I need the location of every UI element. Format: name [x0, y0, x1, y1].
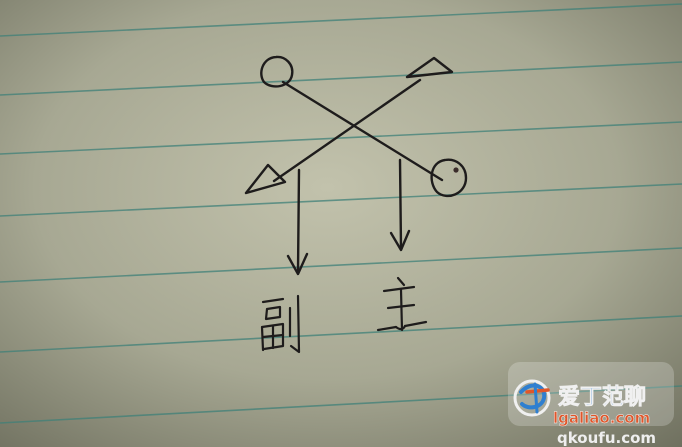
- ruled-line-2: [0, 61, 682, 96]
- watermark-site-name: 爱丁范聊: [558, 385, 646, 410]
- arrow-right-shaft: [398, 158, 403, 250]
- ruled-line-6: [0, 315, 682, 353]
- handwritten-char-right: [376, 276, 428, 332]
- hand-drawn-diagram: [244, 55, 468, 354]
- watermark: 爱丁范聊 lgaliao.com qkoufu.com: [508, 362, 674, 447]
- ruled-line-7: [0, 385, 682, 424]
- ruled-line-4: [0, 183, 682, 217]
- arrow-right-head: [389, 229, 411, 252]
- ink-dot: [453, 167, 459, 173]
- watermark-logo-icon: [513, 379, 551, 417]
- triangle-top-right: [405, 56, 454, 79]
- circle-top-left: [260, 55, 294, 88]
- ruled-line-1: [0, 3, 682, 37]
- ruled-line-3: [0, 121, 682, 155]
- watermark-url: lgaliao.com: [553, 409, 650, 427]
- handwritten-char-left: [260, 294, 301, 354]
- triangle-bottom-left: [244, 163, 287, 195]
- ruled-line-5: [0, 247, 682, 283]
- circle-bottom-right: [430, 158, 468, 198]
- diagonal-line-2: [272, 78, 422, 183]
- arrow-left-head: [286, 252, 309, 276]
- arrow-left-shaft: [296, 168, 301, 274]
- ruled-lines: [0, 3, 682, 424]
- diagonal-line-1: [281, 80, 444, 182]
- watermark-bottom-text: qkoufu.com: [557, 429, 656, 447]
- watermark-panel: [508, 362, 674, 426]
